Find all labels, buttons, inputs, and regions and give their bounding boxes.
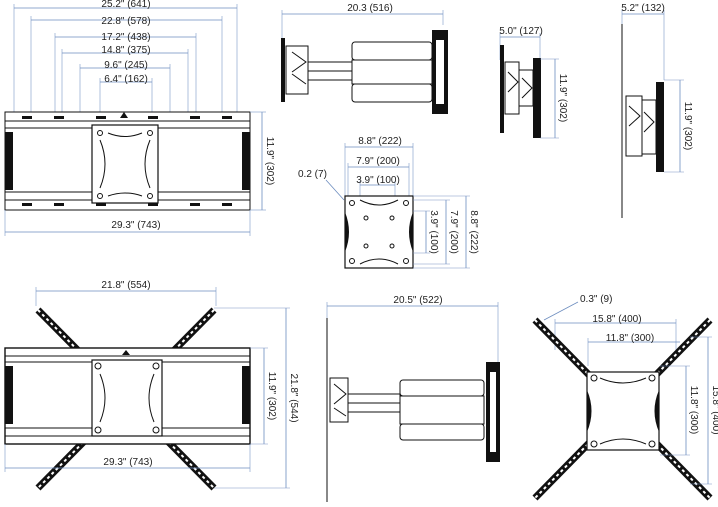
- rail-width-dim-3: 17.2" (438): [101, 32, 150, 43]
- arms-rail-height: 11.9" (302): [266, 372, 277, 420]
- arms-height: 21.8" (544): [288, 373, 299, 422]
- side-extended-depth: 20.3 (516): [347, 3, 393, 14]
- arms-plate-view: 0.3" (9) 15.8" (400) 11.8" (300) 11.8" (…: [532, 294, 718, 501]
- rail-front-body: [4, 111, 251, 211]
- small-plate-view: 8.8" (222) 7.9" (200) 3.9" (100) 0.2 (7)…: [298, 136, 479, 269]
- side-flat-depth: 5.2" (132): [621, 3, 665, 14]
- side-flat-view: 5.2" (132) 11.9" (302): [621, 3, 693, 218]
- arms-plate-height-1: 11.8" (300): [688, 386, 699, 434]
- plate-width-2: 7.9" (200): [356, 156, 400, 167]
- side-extended-view-2: 20.5" (522): [326, 295, 500, 502]
- plate-height-1: 3.9" (100): [428, 210, 439, 254]
- arms-plate-width-1: 15.8" (400): [592, 314, 641, 325]
- rail-width-dim-6: 6.4" (162): [104, 74, 148, 85]
- arms-plate-width-2: 11.8" (300): [606, 333, 654, 344]
- side-folded-view: 5.0" (127) 11.9" (302): [499, 26, 568, 139]
- side-extended-2-depth: 20.5" (522): [393, 295, 442, 306]
- rail-width-dim-5: 9.6" (245): [104, 60, 148, 71]
- arms-span: 21.8" (554): [101, 280, 150, 291]
- side-flat-height: 11.9" (302): [682, 102, 693, 150]
- rail-front-view: 25.2" (641) 22.8" (578) 17.2" (438) 14.8…: [4, 0, 275, 236]
- arms-plate-thickness: 0.3" (9): [580, 294, 612, 305]
- rail-width-dim-4: 14.8" (375): [101, 45, 150, 56]
- arms-overall-width: 29.3" (743): [103, 457, 152, 468]
- arms-plate-height-2: 15.8" (400): [710, 385, 718, 434]
- rail-arms-view: 21.8" (554) 29.3" (743) 11.9" (302): [4, 280, 299, 491]
- small-plate-body: [344, 195, 414, 269]
- side-folded-height: 11.9" (302): [557, 74, 568, 122]
- plate-width-1: 8.8" (222): [358, 136, 402, 147]
- arms-plate-body: [586, 371, 660, 451]
- plate-gap: 0.2 (7): [298, 169, 327, 180]
- rail-overall-width: 29.3" (743): [111, 220, 160, 231]
- rail-front-width-dimensions: 25.2" (641) 22.8" (578) 17.2" (438) 14.8…: [13, 0, 238, 112]
- rail-arms-body: [4, 347, 251, 445]
- plate-height-3: 8.8" (222): [468, 210, 479, 254]
- rail-width-dim-1: 25.2" (641): [101, 0, 150, 10]
- rail-height: 11.9" (302): [264, 137, 275, 185]
- rail-width-dim-2: 22.8" (578): [101, 16, 150, 27]
- plate-height-2: 7.9" (200): [448, 210, 459, 254]
- plate-width-3: 3.9" (100): [356, 175, 400, 186]
- side-extended-view: 20.3 (516): [281, 3, 448, 114]
- side-folded-depth: 5.0" (127): [499, 26, 543, 37]
